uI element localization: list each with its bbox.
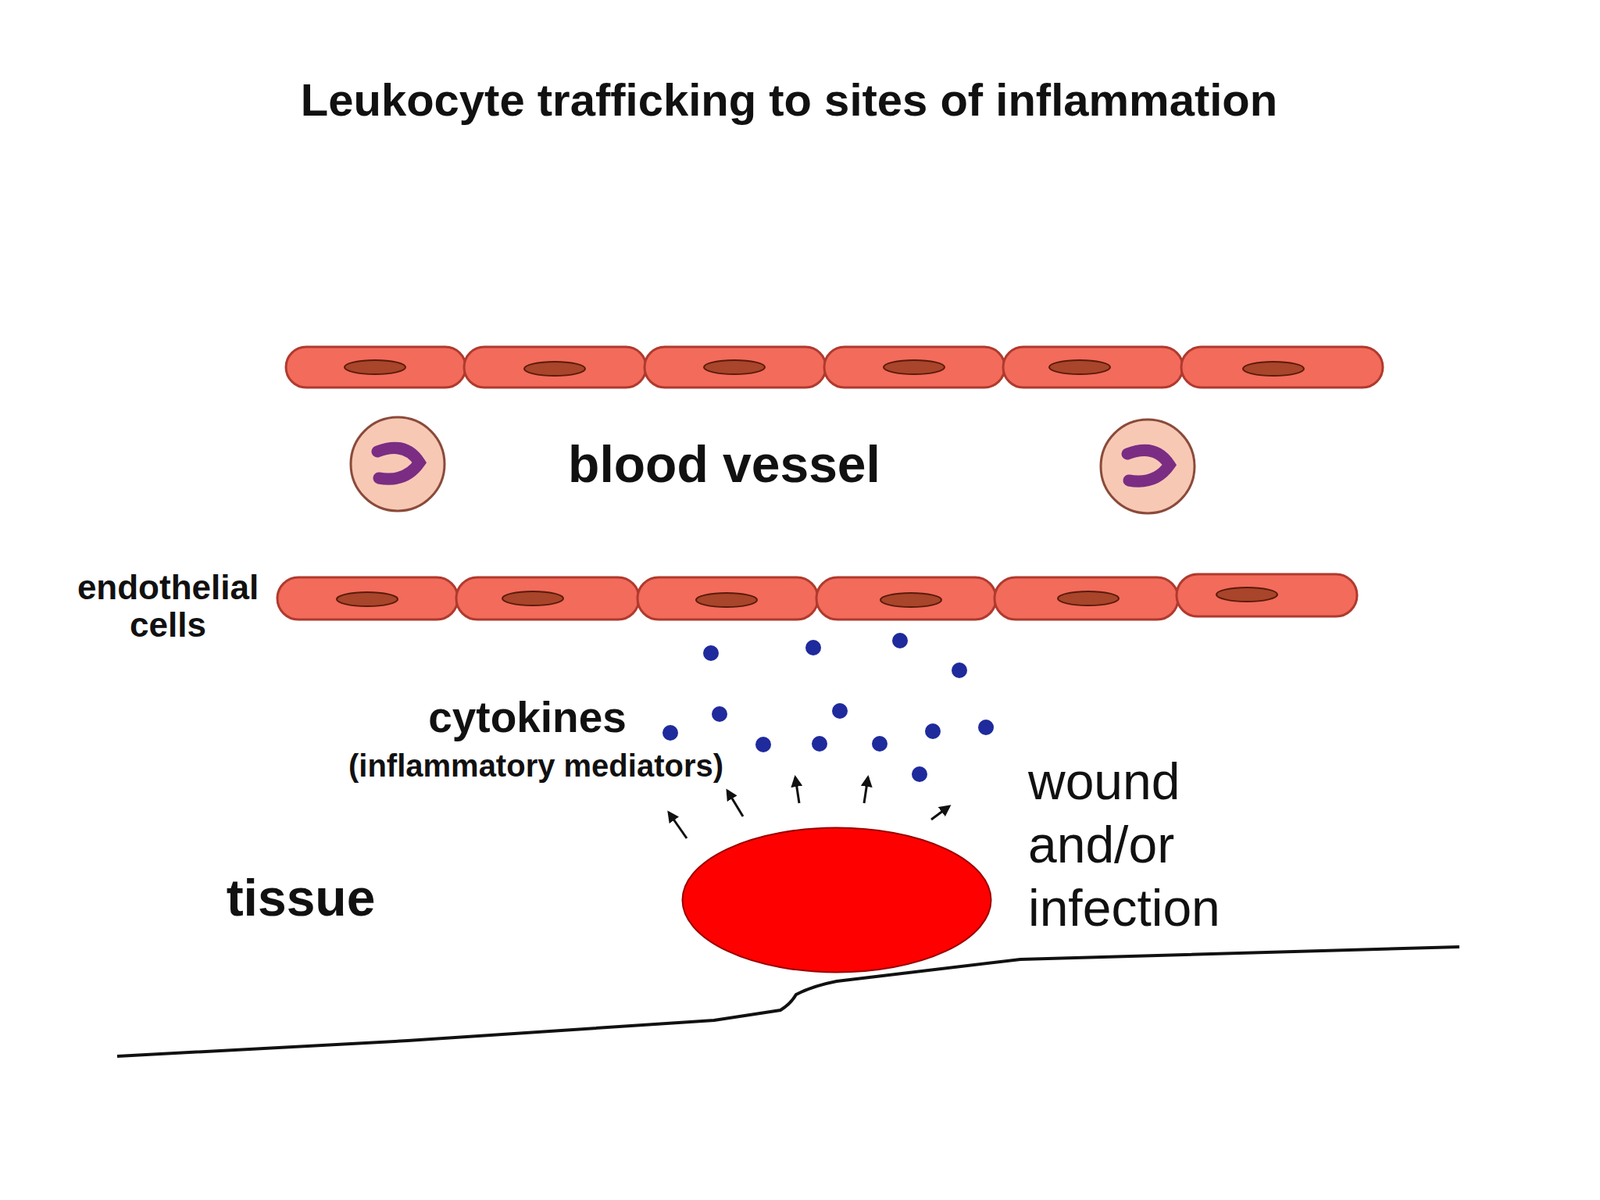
release-arrow — [668, 812, 687, 839]
cytokine-dot — [755, 736, 772, 753]
wound-label: wound and/or infection — [1028, 750, 1232, 941]
endothelial-cell — [277, 577, 458, 620]
cytokine-dot — [892, 632, 908, 649]
cytokine-dot — [925, 723, 941, 740]
release-arrow — [795, 777, 800, 804]
cell-nucleus — [1049, 360, 1111, 375]
endothelial-cell — [1003, 346, 1183, 388]
release-arrow — [931, 806, 950, 820]
wound-ellipse — [682, 828, 992, 973]
cell-nucleus — [1216, 587, 1278, 602]
cell-nucleus — [1242, 361, 1304, 376]
cell-nucleus — [880, 592, 942, 608]
leukocyte — [1100, 419, 1195, 514]
diagram-title: Leukocyte trafficking to sites of inflam… — [300, 73, 1278, 126]
vessel-label: blood vessel — [567, 435, 881, 493]
endothelial-cell — [464, 346, 647, 388]
leukocyte-body — [1100, 419, 1195, 514]
endothelial-cell — [1176, 574, 1358, 617]
cytokine-dot — [662, 725, 679, 741]
endothelial-cell — [285, 346, 466, 388]
wound-outline — [681, 826, 993, 974]
release-arrow — [727, 790, 743, 817]
wound-site: wound and/or infection — [681, 826, 993, 974]
cell-nucleus — [344, 360, 406, 375]
leukocyte-body — [350, 417, 445, 511]
leukocyte-nucleus — [377, 447, 420, 479]
cell-nucleus — [696, 592, 758, 608]
endothelial-cell — [456, 577, 640, 620]
cell-nucleus — [524, 361, 586, 376]
cytokine-dot — [805, 639, 822, 656]
mediator-label: cytokines — [428, 693, 627, 742]
cytokine-dot — [832, 703, 848, 719]
cell-nucleus — [1057, 591, 1119, 606]
endothelial-cell — [824, 346, 1005, 388]
endothelial-cell — [644, 346, 826, 388]
endothelial-cell — [637, 577, 818, 620]
cell-nucleus — [502, 591, 564, 606]
endothelial-cell — [816, 577, 997, 620]
cytokine-dot — [703, 645, 719, 661]
endothelial-cell — [1181, 346, 1383, 388]
mediator-note: (inflammatory mediators) — [348, 748, 724, 783]
leukocyte — [350, 417, 445, 511]
leukocyte-nucleus — [1127, 450, 1170, 482]
cell-nucleus — [703, 360, 765, 375]
cell-label: endothelial cells — [66, 568, 270, 645]
cytokine-dot — [711, 706, 728, 722]
release-arrow — [864, 777, 868, 804]
cell-nucleus — [883, 360, 945, 375]
endothelial-cell — [994, 577, 1179, 620]
cytokine-dot — [871, 735, 888, 752]
cytokine-dot — [911, 766, 928, 783]
cell-nucleus — [336, 592, 398, 607]
cytokine-dot — [951, 662, 968, 679]
cytokine-dot — [978, 719, 994, 736]
tissue-label: tissue — [226, 869, 376, 927]
cytokine-dot — [811, 735, 828, 752]
